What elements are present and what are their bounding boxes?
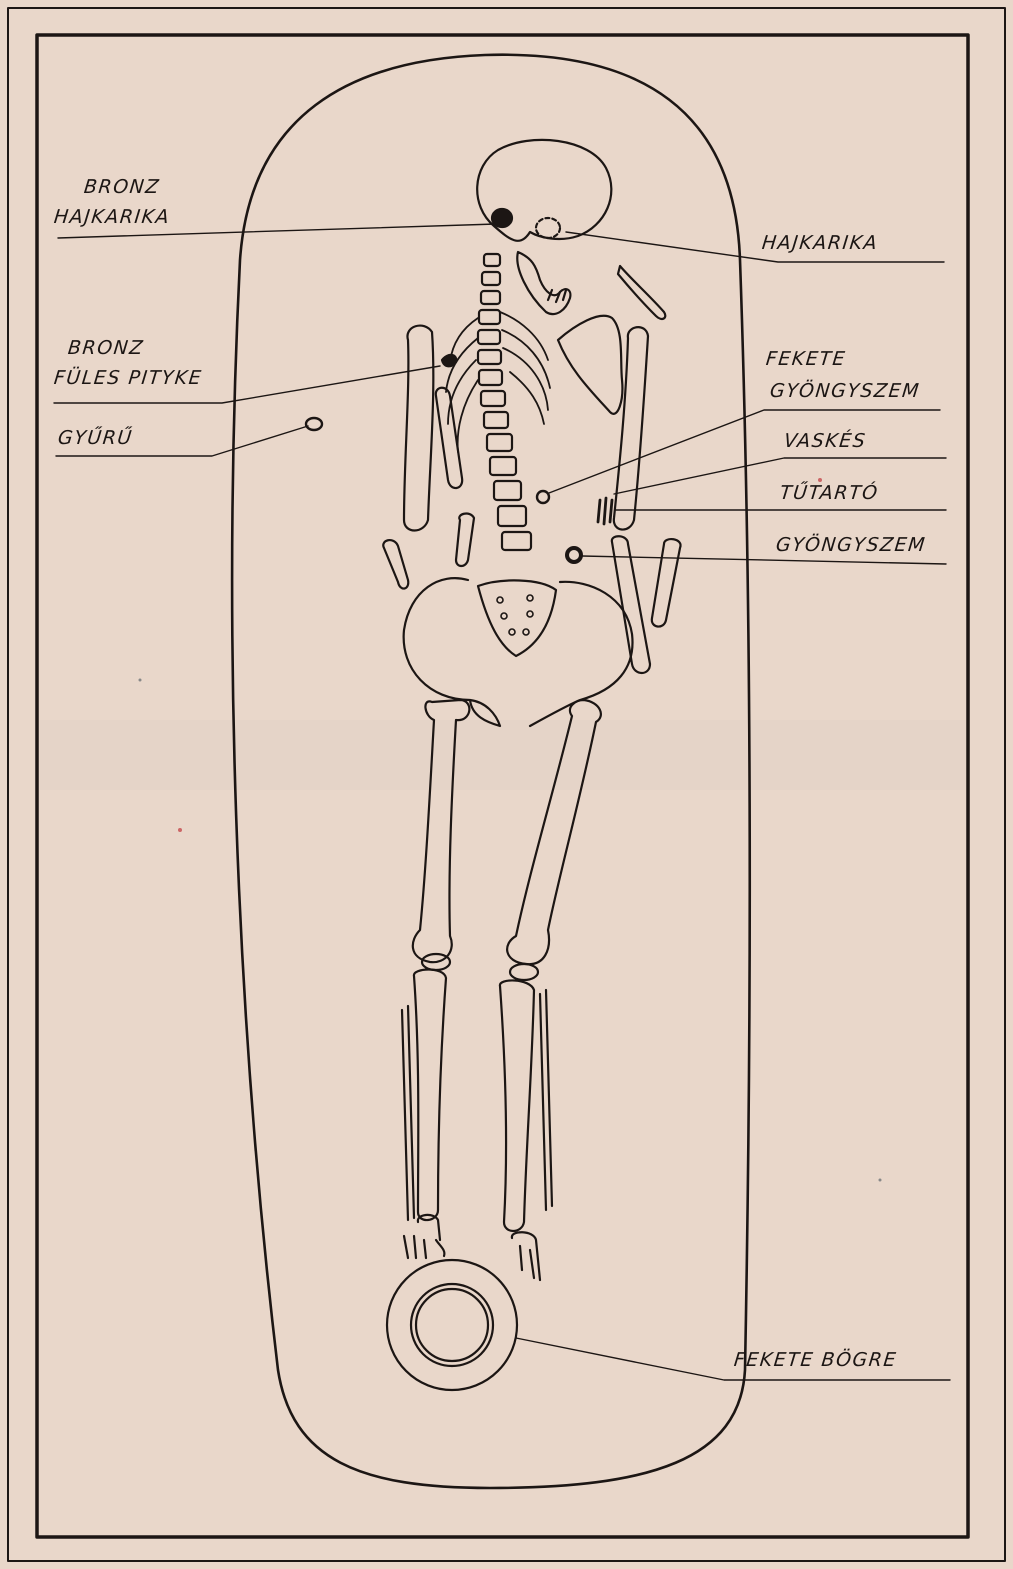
label-gyongyszem: GYÖNGYSZEM — [775, 534, 927, 556]
label-hajkarika: HAJKARIKA — [761, 232, 879, 254]
label-bronz-fules-pityke-1: BRONZ — [67, 337, 145, 359]
label-fekete-gyongyszem-2: GYÖNGYSZEM — [769, 380, 921, 402]
label-gyuru: GYŰRŰ — [57, 427, 134, 449]
label-bronz-hajkarika-1: BRONZ — [83, 176, 161, 198]
label-vaskes: VASKÉS — [783, 430, 868, 452]
label-bronz-hajkarika-2: HAJKARIKA — [53, 206, 171, 228]
label-fekete-gyongyszem-1: FEKETE — [765, 348, 847, 370]
label-tutarto: TŰTARTÓ — [779, 482, 880, 504]
bronze-button — [442, 355, 456, 366]
label-fekete-bogre: FEKETE BÖGRE — [733, 1349, 898, 1371]
label-bronz-fules-pityke-2: FÜLES PITYKE — [53, 367, 204, 389]
